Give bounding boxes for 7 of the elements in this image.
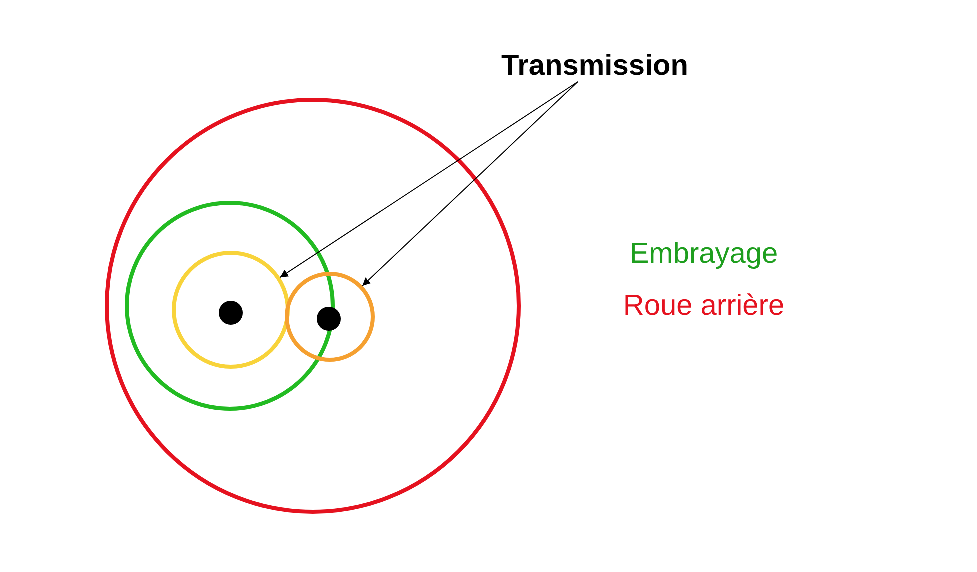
gear-circle — [285, 272, 375, 362]
leader-line — [280, 82, 578, 278]
leader-line — [362, 82, 578, 287]
gear-circle — [172, 251, 290, 369]
callout-text: Transmission — [488, 46, 702, 86]
legend-label: Roue arrière — [622, 289, 786, 324]
legend-label: Embrayage — [628, 237, 780, 272]
